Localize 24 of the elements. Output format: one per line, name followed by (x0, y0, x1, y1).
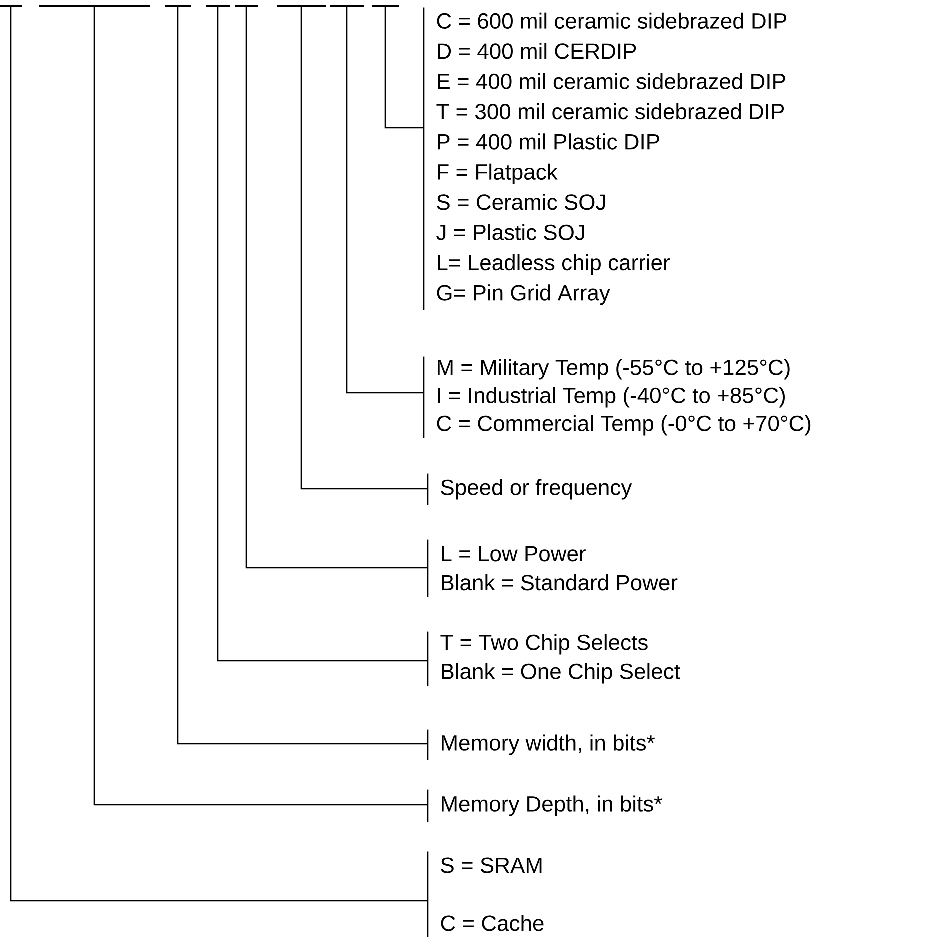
option-list: M = Military Temp (-55°C to +125°C) I = Industrial Temp (-40°C to +85°C) C = Commercial Temp (-0°C to +70°C) (423, 356, 811, 438)
leader-line (384, 7, 424, 129)
leader-line (300, 7, 428, 490)
leader-line (94, 7, 428, 806)
field-bar (372, 5, 399, 8)
field-bar (165, 5, 191, 8)
leader-line (246, 7, 428, 569)
field-bar (0, 5, 22, 8)
option-list: S = SRAM C = Cache (427, 852, 544, 937)
option-list: C = 600 mil ceramic sidebrazed DIP D = 400 mil CERDIP E = 400 mil ceramic sidebrazed DIP T = 300 mil ceramic sidebrazed DIP P = 400 mil Plastic DIP F = Flatpack S = Ceramic SOJ J = Plastic SOJ L= Leadless chip carrier G= Pin Grid Array (423, 8, 786, 310)
option-list: Memory Depth, in bits* (427, 790, 662, 822)
option-list: Memory width, in bits* (427, 730, 655, 760)
option-list: Speed or frequency (427, 474, 632, 506)
option-list: L = Low Power Blank = Standard Power (427, 540, 678, 598)
leader-line (346, 7, 424, 394)
field-bar (206, 5, 230, 8)
field-bar (277, 5, 326, 8)
field-bar (330, 5, 364, 8)
field-bar (235, 5, 258, 8)
leader-line (177, 7, 428, 745)
leader-line (217, 7, 428, 662)
field-bar (39, 5, 150, 8)
option-list: T = Two Chip Selects Blank = One Chip Select (427, 632, 680, 686)
leader-line (10, 7, 428, 902)
